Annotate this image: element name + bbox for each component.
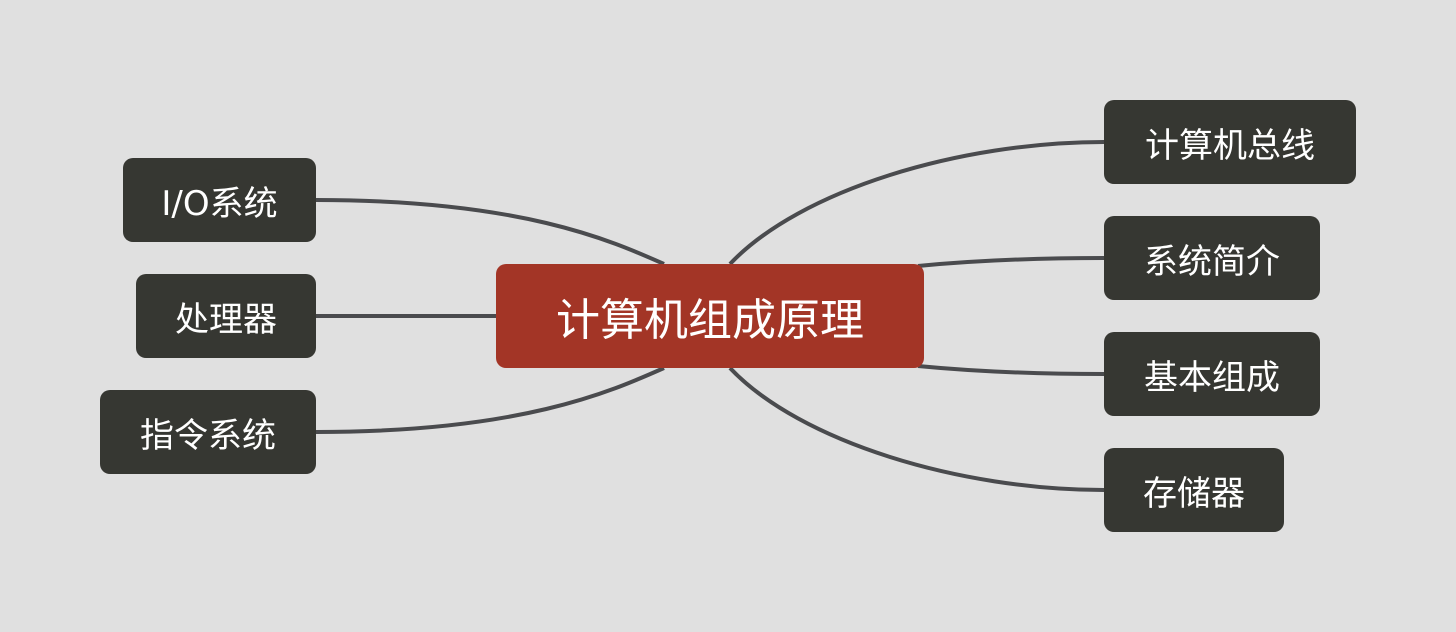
topic-node-instruction-system[interactable]: 指令系统 [100, 390, 316, 474]
topic-node-processor[interactable]: 处理器 [136, 274, 316, 358]
connector-mem [728, 366, 1105, 492]
connector-io [315, 198, 665, 266]
topic-label-basic-composition: 基本组成 [1144, 357, 1280, 398]
topic-node-computer-bus[interactable]: 计算机总线 [1104, 100, 1356, 184]
connector-intro [917, 256, 1105, 268]
topic-node-memory[interactable]: 存储器 [1104, 448, 1284, 532]
topic-label-system-intro: 系统简介 [1144, 241, 1280, 282]
central-topic-label: 计算机组成原理 [556, 295, 864, 346]
connector-bus [728, 140, 1105, 266]
topic-label-io-system: I/O系统 [161, 183, 278, 224]
topic-label-instruction-system: 指令系统 [140, 415, 276, 456]
topic-node-basic-composition[interactable]: 基本组成 [1104, 332, 1320, 416]
central-topic-node[interactable]: 计算机组成原理 [496, 264, 924, 368]
topic-label-memory: 存储器 [1143, 473, 1245, 514]
topic-label-computer-bus: 计算机总线 [1145, 125, 1315, 166]
topic-node-io-system[interactable]: I/O系统 [123, 158, 316, 242]
topic-node-system-intro[interactable]: 系统简介 [1104, 216, 1320, 300]
topic-label-processor: 处理器 [175, 299, 277, 340]
connector-isa [315, 366, 665, 434]
connector-basic [917, 364, 1105, 376]
